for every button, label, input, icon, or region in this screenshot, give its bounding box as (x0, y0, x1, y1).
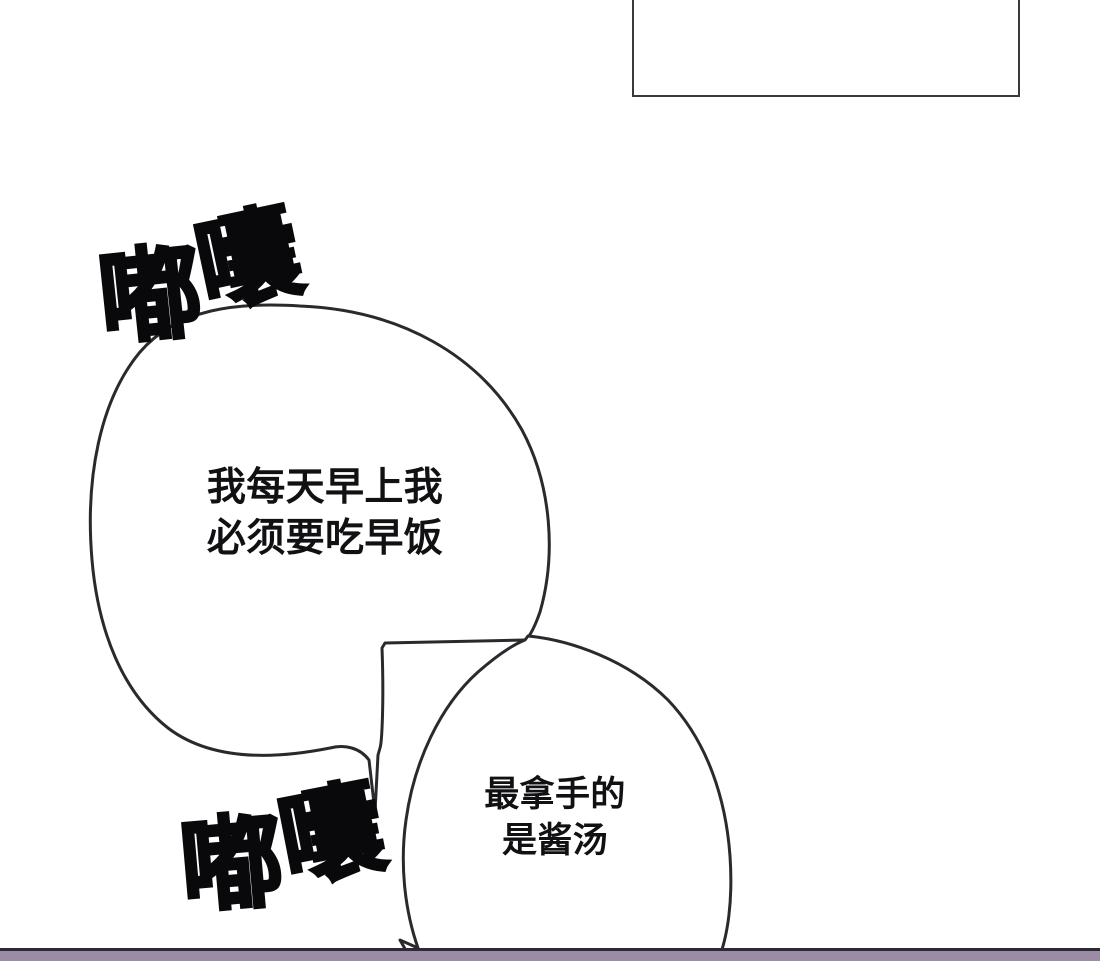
sound-effect-bottom-char-1: 嘟 (174, 799, 290, 931)
sound-effect-top-char-2: 囔 (185, 190, 314, 332)
bubble-2-dialogue: 最拿手的 是酱汤 (484, 775, 626, 861)
empty-panel-frame (632, 0, 1020, 97)
speech-bubble-1-outline (88, 303, 551, 814)
sound-effect-top-char-1: 嘟 (91, 230, 209, 363)
bubble-1-dialogue: 我每天早上我 必须要吃早饭 (206, 466, 444, 561)
sound-effect-bottom-char-2: 囔 (268, 765, 395, 905)
purple-floor-band (0, 948, 1100, 961)
